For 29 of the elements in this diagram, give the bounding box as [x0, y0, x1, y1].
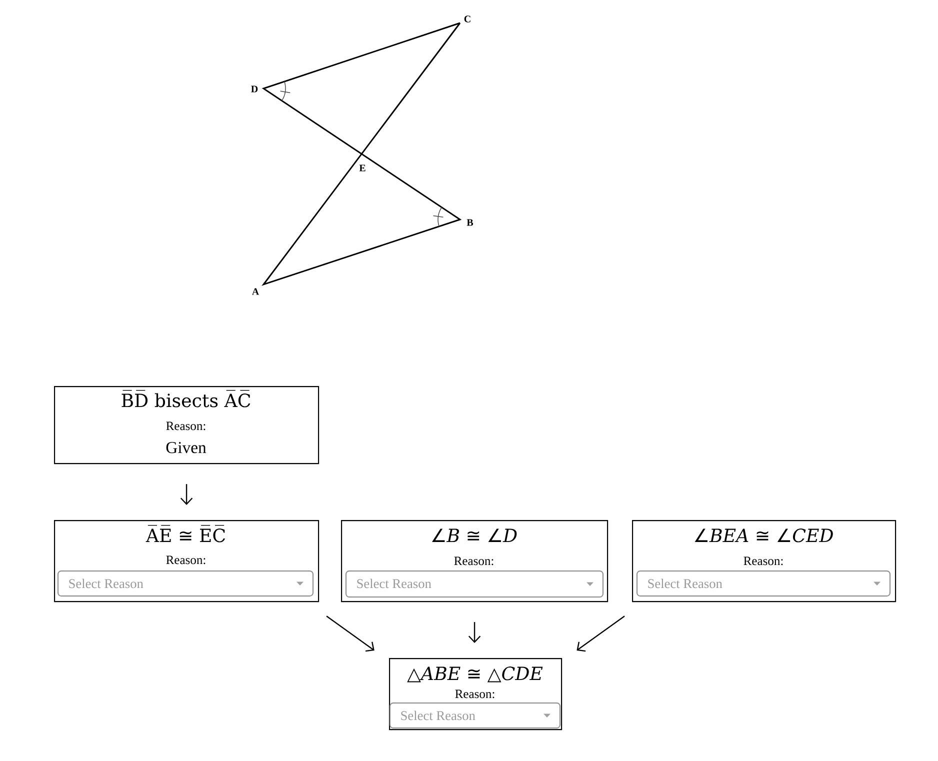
- point-label: C: [464, 16, 470, 22]
- point-label: E: [359, 164, 366, 172]
- reason-text: Given: [166, 442, 206, 454]
- reason-label: Reason:: [166, 556, 206, 564]
- point-label: D: [251, 86, 258, 92]
- reason-label: Reason:: [454, 556, 494, 566]
- dropdown-field: Select Reason: [346, 570, 604, 598]
- dropdown-field: Select Reason: [390, 702, 560, 728]
- arrow: [468, 622, 481, 643]
- statement-text: △ABE ≅ △CDE: [407, 666, 543, 682]
- proof-box: [632, 520, 896, 602]
- reason-label: Reason:: [455, 690, 494, 698]
- arrow: [576, 616, 625, 652]
- proof-box: [389, 658, 562, 730]
- statement-text: ∠B ≅ ∠D: [432, 528, 517, 542]
- point-label: B: [466, 219, 474, 226]
- dropdown-field: Select Reason: [58, 570, 314, 596]
- dropdown-field: Select Reason: [636, 570, 890, 596]
- statement-text: B̅D̅ bisects A̅C̅: [122, 390, 250, 408]
- arrow: [326, 616, 374, 652]
- proof-box: [54, 520, 320, 602]
- statement-text: A̅E̅ ≅ E̅C̅: [146, 525, 225, 542]
- reason-label: Reason:: [744, 556, 783, 566]
- statement-text: ∠BEA ≅ ∠CED: [694, 528, 833, 542]
- proof-box: [54, 386, 320, 464]
- point-label: A: [252, 288, 260, 295]
- arrow: [180, 484, 193, 505]
- reason-label: Reason:: [166, 422, 206, 430]
- proof-box: [341, 520, 608, 602]
